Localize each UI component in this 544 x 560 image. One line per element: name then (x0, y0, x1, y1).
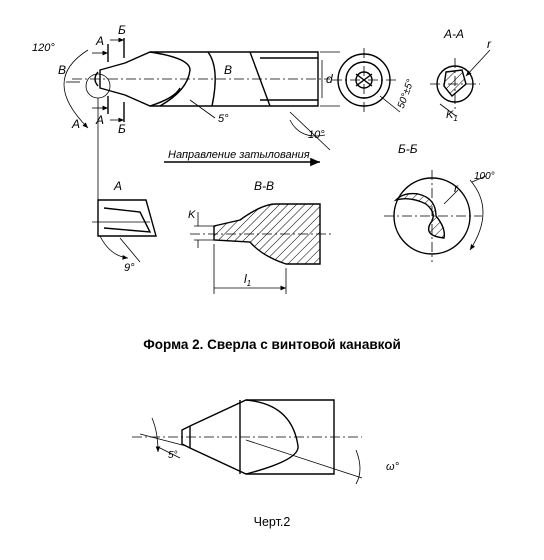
section-vv (190, 203, 334, 294)
l1-label: l1 (244, 272, 251, 288)
view-a-tip (92, 199, 157, 263)
angle-50-label: 50°±5° (396, 78, 417, 110)
section-vv-title: В-В (254, 179, 274, 193)
section-b-mark-top: Б (118, 23, 126, 37)
angle-9-label: 9° (124, 262, 135, 274)
omega-label: ω° (386, 461, 400, 473)
angle-5-label: 5° (218, 113, 229, 125)
section-bb-title: Б-Б (398, 142, 418, 156)
main-drill-view (63, 37, 340, 200)
view-v-mark: В (58, 63, 66, 77)
section-aa (430, 49, 491, 117)
diameter-label: d (326, 72, 333, 86)
section-aa-title: А-А (443, 27, 464, 41)
view-a-mark: А (71, 117, 80, 131)
section-a-mark-top: А (95, 34, 104, 48)
end-view (332, 48, 401, 113)
section-b-mark-bottom: Б (118, 122, 126, 136)
radius-r-label-aa: r (487, 37, 492, 51)
angle-100-label: 100° (474, 171, 495, 182)
section-title: Форма 2. Сверла с винтовой канавкой (143, 337, 401, 352)
radius-r-label-bb: r (454, 181, 459, 195)
section-bb (384, 170, 487, 262)
form2-drill (132, 399, 363, 485)
angle-10-label: 10° (308, 129, 325, 141)
angle-5-label-form2: 5° (168, 450, 178, 461)
relief-direction-label: Направление затылования (168, 149, 310, 161)
view-a-title: А (113, 179, 122, 193)
figure-caption: Черт.2 (253, 515, 291, 529)
view-v-mark-body: В (224, 63, 232, 77)
k1-label: K1 (446, 109, 458, 123)
k-label: K (188, 209, 196, 221)
section-a-mark-bottom: А (95, 113, 104, 127)
angle-120-label: 120° (32, 42, 55, 54)
